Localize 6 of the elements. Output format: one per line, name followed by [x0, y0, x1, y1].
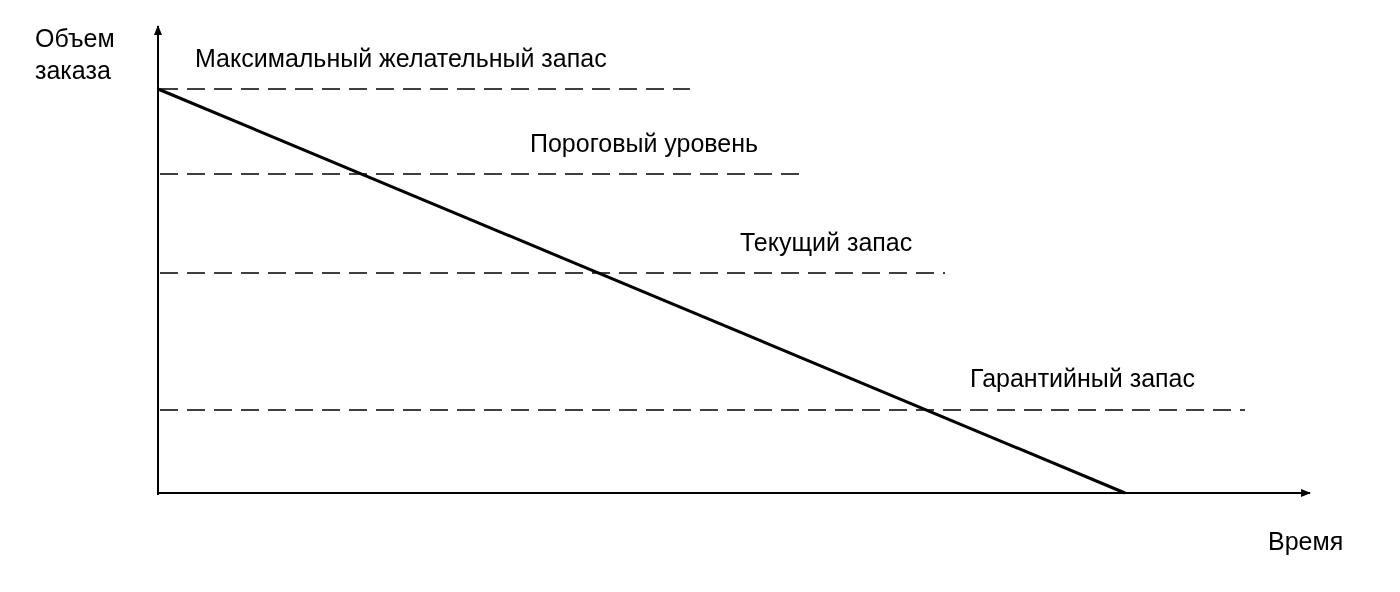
level-label: Гарантийный запас — [970, 363, 1196, 394]
level-label: Текущий запас — [740, 227, 913, 258]
level-label: Пороговый уровень — [530, 128, 759, 159]
level-label: Максимальный желательный запас — [195, 43, 607, 74]
axis-label: Объем заказа — [35, 23, 116, 86]
axis-label: Время — [1268, 526, 1344, 557]
